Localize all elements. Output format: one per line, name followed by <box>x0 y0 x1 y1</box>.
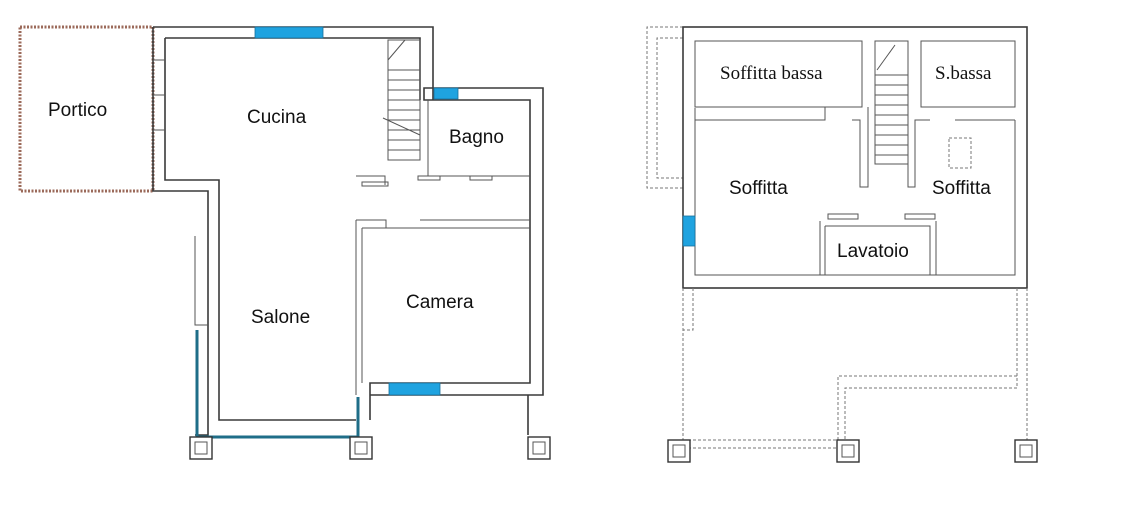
room-label-cucina: Cucina <box>247 107 307 128</box>
room-label-soffitta-right: Soffitta <box>932 178 991 199</box>
upper-dashed-left <box>646 26 683 189</box>
upper-window-left <box>682 215 696 247</box>
upper-column-3 <box>1014 439 1038 463</box>
room-label-s-bassa: S.bassa <box>935 63 992 84</box>
room-label-salone: Salone <box>251 307 310 328</box>
room-label-soffitta-left: Soffitta <box>729 178 788 199</box>
ground-window-bagno <box>433 87 459 100</box>
room-label-bagno: Bagno <box>449 127 504 148</box>
ground-column-2 <box>349 436 373 460</box>
ground-column-1 <box>189 436 213 460</box>
room-label-camera: Camera <box>406 292 474 313</box>
upper-column-2 <box>836 439 860 463</box>
upper-s-bassa-box <box>920 40 1016 108</box>
upper-floor-plan: Soffitta bassa S.bassa Soffitta Soffitta… <box>646 26 1038 463</box>
upper-column-1 <box>667 439 691 463</box>
ground-floor-plan: Portico Cucina Bagno Salone Camera <box>18 25 551 460</box>
upper-skylight <box>948 137 972 169</box>
room-label-soffitta-bassa: Soffitta bassa <box>720 63 823 84</box>
ground-staircase <box>382 39 421 161</box>
ground-outer-wall <box>152 26 544 436</box>
ground-column-3 <box>527 436 551 460</box>
room-label-lavatoio: Lavatoio <box>837 241 909 262</box>
ground-window-camera <box>388 382 441 396</box>
salone-glazing <box>195 330 360 439</box>
room-label-portico: Portico <box>48 100 107 121</box>
ground-inner-walls <box>153 59 530 395</box>
upper-outer-wall <box>682 26 1028 289</box>
upper-staircase <box>874 40 909 165</box>
ground-window-top <box>254 26 324 39</box>
upper-soffitta-bassa-box <box>694 40 863 108</box>
upper-dashed-porch <box>682 288 1028 449</box>
